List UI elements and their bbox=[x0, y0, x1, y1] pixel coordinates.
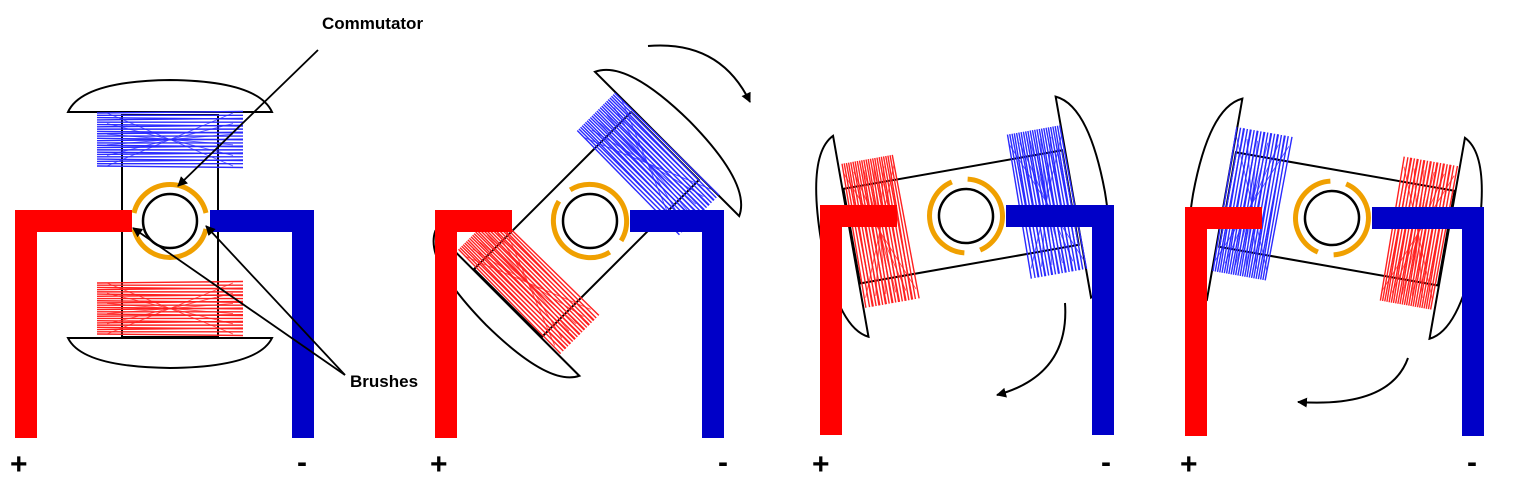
motor-stage-3 bbox=[815, 95, 1114, 435]
motor-stage-4 bbox=[1185, 97, 1484, 436]
negative-lead bbox=[210, 210, 314, 438]
commutator-callout-line bbox=[177, 49, 319, 187]
coil-top bbox=[96, 110, 244, 169]
rotor-1 bbox=[66, 78, 274, 370]
positive-lead bbox=[1185, 207, 1262, 436]
brushes-label: Brushes bbox=[350, 372, 419, 391]
negative-lead bbox=[1006, 205, 1114, 435]
negative-lead bbox=[630, 210, 724, 438]
rotor-3 bbox=[815, 95, 1111, 339]
commutator-segment-lower bbox=[927, 179, 965, 256]
negative-lead bbox=[1372, 207, 1484, 436]
coil-top bbox=[1212, 126, 1293, 281]
commutator-segment-upper bbox=[131, 182, 209, 214]
brush-callout-line-right bbox=[205, 225, 346, 376]
motor-stage-2 bbox=[432, 68, 743, 438]
pole-shoe-top bbox=[593, 68, 743, 218]
coil-bottom bbox=[841, 154, 920, 308]
rotor-2 bbox=[432, 68, 743, 379]
stage-3-minus-terminal: - bbox=[1101, 446, 1111, 479]
positive-lead bbox=[15, 210, 132, 438]
shaft bbox=[141, 192, 199, 250]
pole-shoe-top bbox=[66, 78, 274, 113]
stage-2-minus-terminal: - bbox=[718, 446, 728, 479]
positive-lead bbox=[435, 210, 512, 438]
motor-stage-1 bbox=[15, 78, 314, 438]
stage-1-minus-terminal: - bbox=[297, 446, 307, 479]
rotation-arrow-2 bbox=[996, 302, 1067, 398]
stage-4-plus-terminal: + bbox=[1180, 448, 1198, 481]
commutator-segment-upper bbox=[967, 176, 1005, 253]
pole-shoe-bottom bbox=[66, 337, 274, 370]
stage-4-minus-terminal: - bbox=[1467, 446, 1477, 479]
commutator-segment-lower bbox=[550, 199, 612, 261]
coil-bottom bbox=[1379, 156, 1459, 310]
rotation-arrow-1 bbox=[647, 44, 751, 103]
coil-bottom bbox=[457, 212, 600, 355]
commutator-label: Commutator bbox=[322, 14, 424, 33]
rotation-arrow-3 bbox=[1297, 357, 1409, 408]
positive-lead bbox=[820, 205, 897, 435]
stage-2-plus-terminal: + bbox=[430, 448, 448, 481]
commutator-segment-lower bbox=[131, 228, 209, 260]
stage-3-plus-terminal: + bbox=[812, 448, 830, 481]
shaft bbox=[561, 192, 619, 250]
shaft bbox=[1303, 189, 1361, 247]
coil-bottom bbox=[96, 280, 244, 337]
commutator-segment-upper bbox=[1293, 178, 1331, 255]
brush-callout-line-left bbox=[132, 227, 346, 376]
stage-1-plus-terminal: + bbox=[10, 448, 28, 481]
commutator-segment-lower bbox=[1333, 181, 1371, 258]
rotor-4 bbox=[1187, 97, 1483, 341]
commutator-segment-upper bbox=[568, 181, 630, 243]
shaft bbox=[937, 187, 995, 245]
